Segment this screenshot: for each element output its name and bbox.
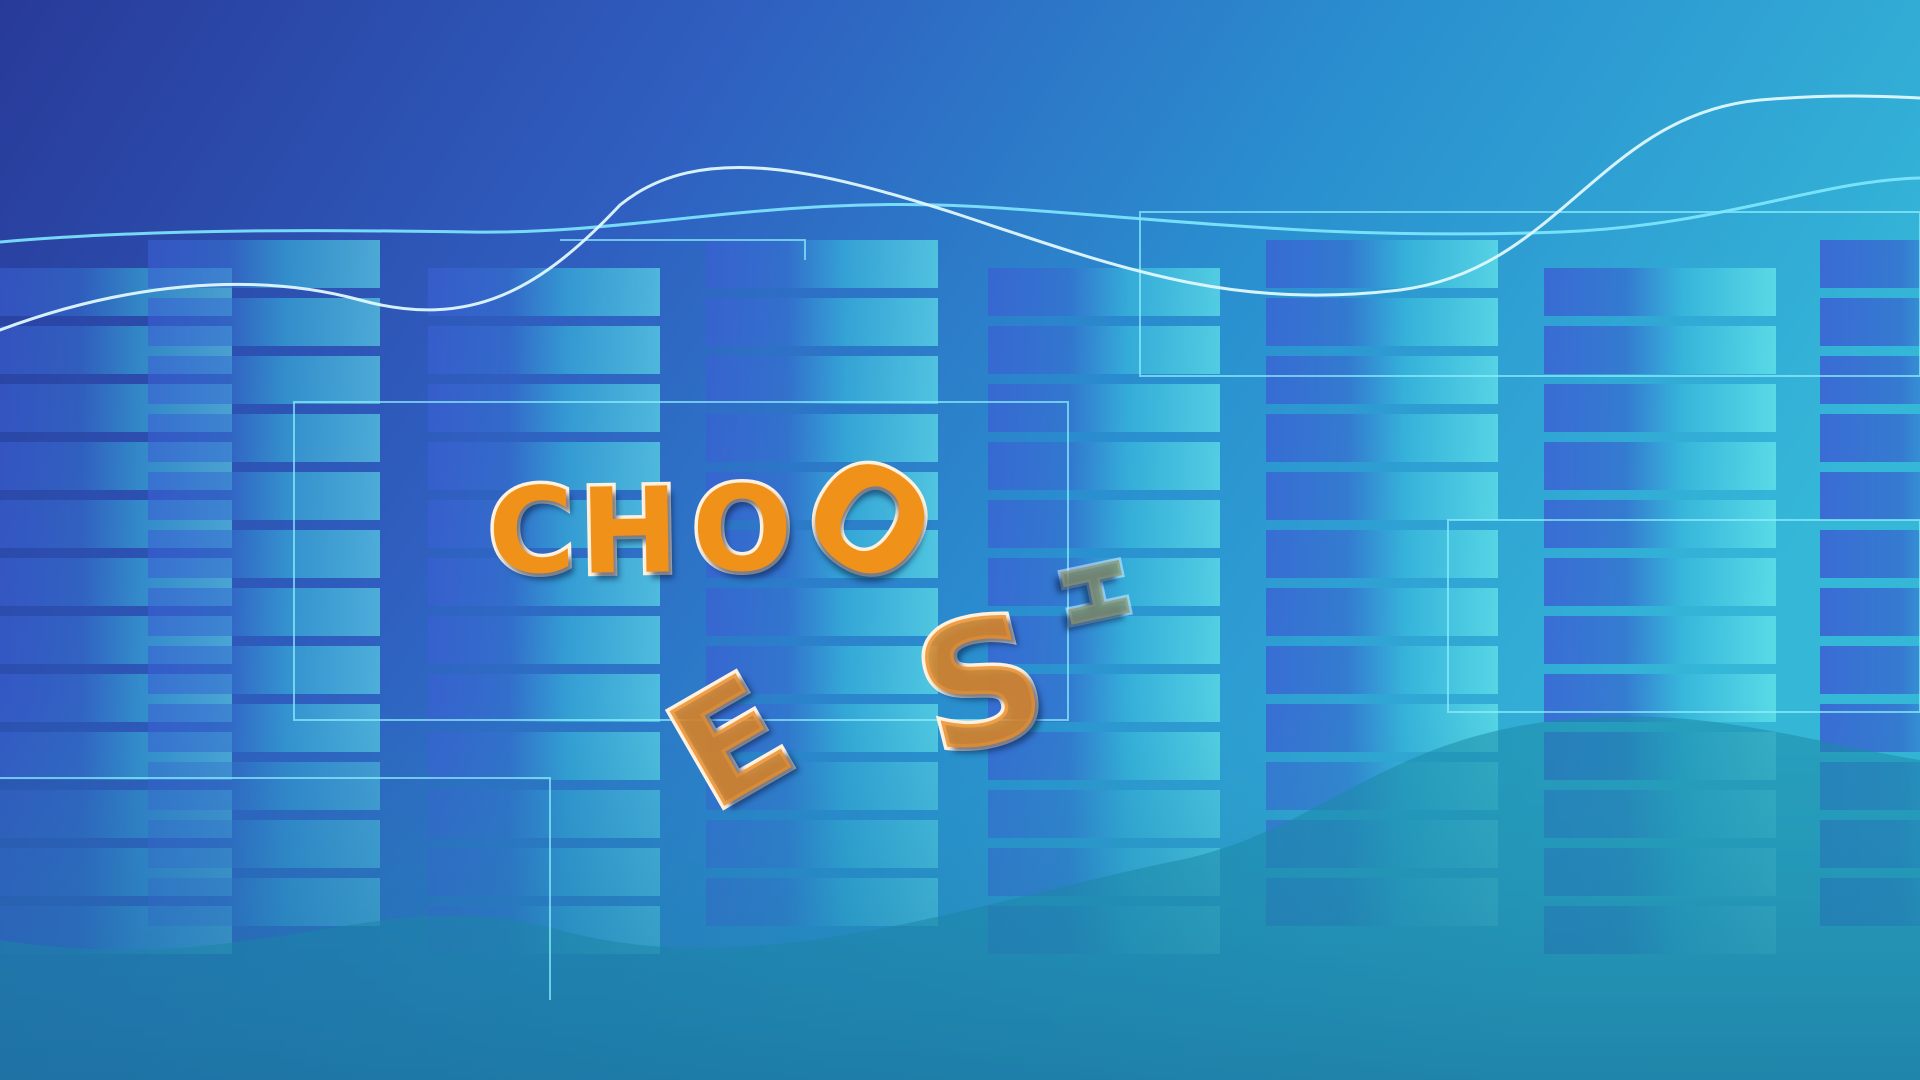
grid-cell: [1544, 616, 1776, 664]
grid-cell: [706, 472, 938, 520]
grid-cell: [1266, 588, 1498, 636]
grid-cell: [706, 240, 938, 288]
grid-cell: [988, 558, 1220, 606]
grid-cell: [1820, 414, 1920, 462]
grid-cell: [706, 414, 938, 462]
letter-o-first: O: [688, 460, 795, 598]
grid-cell: [1820, 240, 1920, 288]
grid-cell: [1544, 384, 1776, 432]
grid-cell: [706, 298, 938, 346]
grid-cell: [1266, 240, 1498, 288]
curve-lower: [0, 94, 1920, 332]
grid-cell: [428, 326, 660, 374]
grid-cell: [988, 616, 1220, 664]
grid-cell: [706, 646, 938, 694]
letter-c: C: [482, 457, 580, 605]
grid-cell: [988, 326, 1220, 374]
grid-cell: [148, 356, 380, 404]
grid-cell: [148, 646, 380, 694]
grid-cell: [428, 384, 660, 432]
grid-cell: [988, 500, 1220, 548]
grid-cell: [988, 384, 1220, 432]
grid-cell: [1820, 298, 1920, 346]
grid-cell: [1544, 500, 1776, 548]
grid-cell: [1266, 646, 1498, 694]
grid-cell: [1820, 646, 1920, 694]
grid-cell: [706, 588, 938, 636]
grid-cell: [1544, 442, 1776, 490]
grid-cell: [988, 442, 1220, 490]
grid-cell: [1544, 558, 1776, 606]
grid-cell: [1266, 530, 1498, 578]
grid-cell: [1820, 472, 1920, 520]
grid-cell: [428, 442, 660, 490]
grid-cell: [706, 356, 938, 404]
grid-cell: [148, 588, 380, 636]
grid-cell: [1820, 356, 1920, 404]
outline-rectangles: [0, 211, 1920, 1000]
grid-cell: [148, 298, 380, 346]
grid-cell: [1266, 298, 1498, 346]
grid-cell: [148, 240, 380, 288]
bottom-shade: [0, 700, 1920, 1080]
letter-h-top: H: [575, 458, 683, 605]
grid-cell: [148, 414, 380, 462]
grid-cell: [1266, 356, 1498, 404]
grid-cell: [1544, 326, 1776, 374]
grid-cell: [1820, 588, 1920, 636]
curve-upper: [0, 176, 1920, 244]
grid-cell: [428, 558, 660, 606]
grid-cell: [428, 500, 660, 548]
grid-cell: [148, 472, 380, 520]
grid-cell: [1266, 472, 1498, 520]
grid-cell: [706, 530, 938, 578]
grid-cell: [1544, 268, 1776, 316]
grid-cell: [428, 616, 660, 664]
grid-cell: [1820, 530, 1920, 578]
grid-cell: [148, 530, 380, 578]
flowing-curves: [0, 94, 1920, 332]
grid-cell: [988, 268, 1220, 316]
grid-cell: [428, 268, 660, 316]
grid-cell: [1266, 414, 1498, 462]
